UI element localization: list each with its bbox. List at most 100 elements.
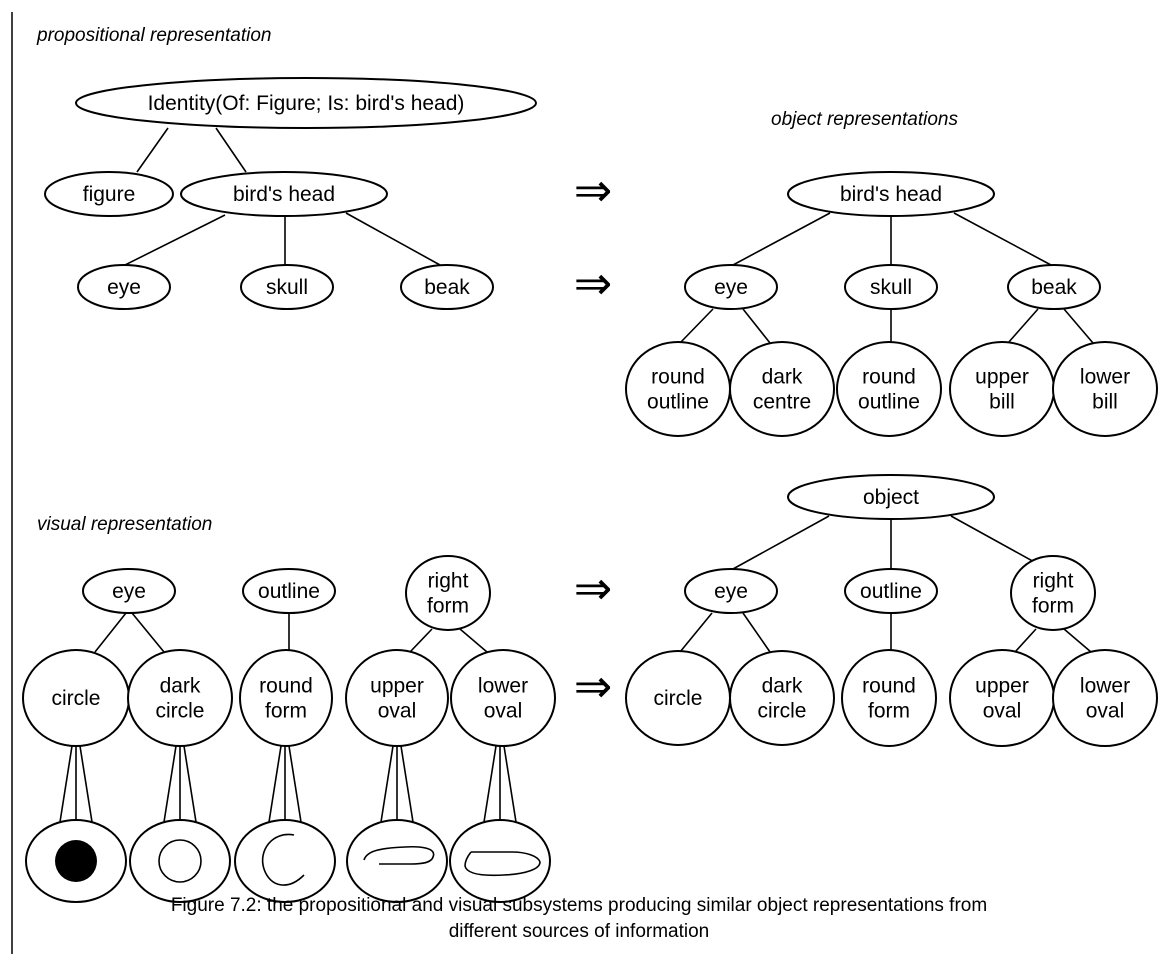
node-ellipse [75,77,537,129]
node-ellipse [625,341,731,437]
node-label: form [868,700,910,723]
open-curve [261,833,305,886]
implies-arrow: ⇒ [574,163,613,217]
ov-eye-node: eye [684,568,778,614]
node-label: circle [757,700,806,723]
tripod-edge [400,745,414,823]
node-label: oval [378,700,417,723]
sketch-frame [234,819,336,903]
sketch-frame [449,819,551,903]
ov-circle-node: circle [625,650,731,746]
node-label: right [1033,570,1074,593]
implies-arrow: ⇒ [574,256,613,310]
node-label: skull [266,276,308,299]
node-label: dark [762,675,803,698]
node-ellipse [240,264,334,310]
node-label: oval [983,700,1022,723]
node-label: object [863,486,919,509]
node-label: form [427,595,469,618]
o-eye-node: eye [684,264,778,310]
node-ellipse [1007,264,1101,310]
arrows-layer: ⇒⇒⇒⇒ [574,163,613,713]
node-ellipse [77,264,171,310]
p-eye-node: eye [77,264,171,310]
p-beak-node: beak [400,264,494,310]
tripod-edge [59,745,73,823]
node-label: eye [714,580,748,603]
node-label: oval [1086,700,1125,723]
node-label: beak [1031,276,1077,299]
object-representations-title: object representations [771,109,958,130]
node-ellipse [345,649,449,747]
o-birdshead-node: bird's head [787,171,995,217]
tripod-edge [163,745,177,823]
node-label: skull [870,276,912,299]
node-label: circle [155,700,204,723]
p-identity-node: Identity(Of: Figure; Is: bird's head) [75,77,537,129]
node-ellipse [729,341,835,437]
node-label: dark [160,675,201,698]
node-ellipse [729,650,835,746]
visual-title: visual representation [37,514,212,535]
node-label: form [1032,595,1074,618]
node-ellipse [841,649,937,747]
edges-layer [59,127,1094,823]
node-ellipse [127,649,233,747]
tree-edge [215,127,247,173]
tree-edge [131,612,165,653]
node-label: upper [975,366,1029,389]
node-label: Identity(Of: Figure; Is: bird's head) [148,92,465,115]
node-label: round [259,675,313,698]
node-ellipse [787,171,995,217]
tripod-edge [483,745,497,823]
node-label: bird's head [233,183,335,206]
sketch-frame [346,819,448,903]
node-ellipse [82,568,176,614]
node-label: eye [112,580,146,603]
tree-edge [950,515,1048,570]
node-ellipse [949,341,1055,437]
node-label: lower [478,675,528,698]
tree-edge [136,127,169,173]
tree-edge [1007,308,1039,344]
lower-oval-sketch [449,819,551,903]
node-ellipse [787,474,995,520]
tripod-edge [288,745,302,823]
tree-edge [1063,628,1092,653]
node-ellipse [949,649,1055,747]
node-label: right [428,570,469,593]
node-label: form [265,700,307,723]
o-beak-node: beak [1007,264,1101,310]
tripod-edge [380,745,394,823]
ring-sketch [129,819,231,903]
node-label: upper [975,675,1029,698]
tripod-edge [503,745,517,823]
p-skull-node: skull [240,264,334,310]
caption-line-1: Figure 7.2: the propositional and visual… [171,895,987,916]
sketches-layer [25,819,551,903]
tree-edge [409,628,433,653]
tree-edge [732,212,831,266]
node-label: circle [51,687,100,710]
nodes-layer: Identity(Of: Figure; Is: bird's head)fig… [22,77,1158,747]
tree-edge [742,308,771,344]
node-label: oval [484,700,523,723]
implies-arrow: ⇒ [574,659,613,713]
tree-edge [459,628,488,653]
node-ellipse [405,555,491,631]
node-label: upper [370,675,424,698]
node-label: beak [424,276,470,299]
tripod-edge [183,745,197,823]
node-ellipse [844,568,938,614]
node-label: round [862,366,916,389]
tree-edge [732,515,830,570]
tree-edge [94,612,127,653]
